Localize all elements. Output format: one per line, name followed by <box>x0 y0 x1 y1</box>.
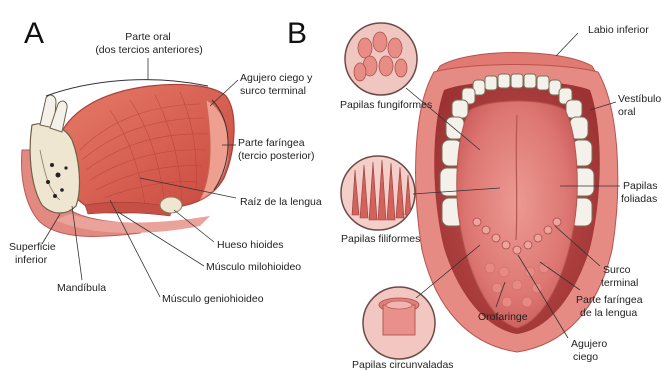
label-papilas-circunvaladas: Papilas circunvaladas <box>352 359 454 371</box>
oral-cavity-illustration <box>341 23 618 359</box>
label-hueso-hioides: Hueso hioides <box>217 239 284 251</box>
panel-label-b: B <box>287 17 307 51</box>
label-de-la-lengua: de la lengua <box>580 307 637 319</box>
label-parte-faringea-b: Parte faríngea <box>576 294 643 306</box>
label-papilas-filiformes: Papilas filiformes <box>341 233 420 245</box>
label-musculo-milohioideo: Músculo milohioideo <box>206 261 301 273</box>
label-parte-oral: Parte oral <box>98 31 198 43</box>
label-mandibula: Mandíbula <box>57 282 106 294</box>
label-oral: oral <box>618 106 636 118</box>
label-superficie: Superficie <box>9 241 56 253</box>
label-surco-terminal: surco terminal <box>240 85 306 97</box>
label-parte-oral-sub: (dos tercios anteriores) <box>72 44 226 56</box>
label-labio-inferior: Labio inferior <box>588 24 649 36</box>
label-musculo-geniohioideo: Músculo geniohioideo <box>162 293 264 305</box>
label-papilas-foliadas: Papilas <box>623 180 657 192</box>
label-parte-faringea: Parte faríngea <box>238 137 305 149</box>
panel-label-a: A <box>24 17 44 51</box>
label-surco: Surco <box>603 264 630 276</box>
label-foliadas: foliadas <box>621 193 657 205</box>
label-papilas-fungiformes: Papilas fungiformes <box>340 99 432 111</box>
label-raiz-lengua: Raíz de la lengua <box>240 196 322 208</box>
label-tercio-posterior: (tercio posterior) <box>238 150 314 162</box>
label-terminal: terminal <box>601 277 638 289</box>
label-inferior: inferior <box>15 254 47 266</box>
label-agujero: Agujero <box>571 338 607 350</box>
label-agujero-ciego: Agujero ciego y <box>240 72 312 84</box>
label-orofaringe: Orofaringe <box>478 311 528 323</box>
sagittal-tongue-illustration <box>22 80 235 237</box>
label-vestibulo: Vestíbulo <box>618 93 661 105</box>
label-ciego: ciego <box>573 351 598 363</box>
